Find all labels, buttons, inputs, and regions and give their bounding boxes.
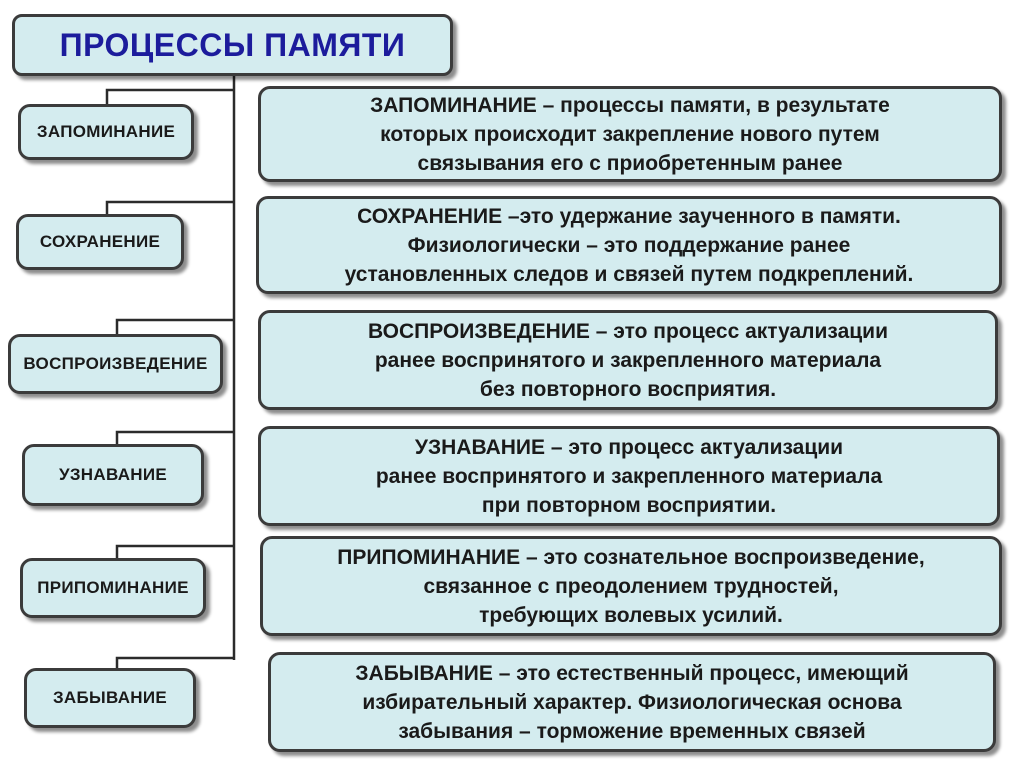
definition-line: забывания – торможение временных связей: [398, 719, 866, 743]
page-title: ПРОЦЕССЫ ПАМЯТИ: [59, 26, 406, 63]
process-box-zapominanie: ЗАПОМИНАНИЕ: [18, 104, 194, 160]
process-label: ЗАПОМИНАНИЕ: [36, 122, 176, 141]
process-label: ЗАБЫВАНИЕ: [52, 688, 168, 707]
definition-line: ПРИПОМИНАНИЕ – это сознательное воспроиз…: [337, 545, 925, 569]
process-label: ВОСПРОИЗВЕДЕНИЕ: [23, 354, 208, 373]
definition-line: без повторного восприятия.: [479, 377, 777, 401]
definition-line: при повторном восприятии.: [481, 493, 777, 517]
definition-box-zabyvanie: ЗАБЫВАНИЕ – это естественный процесс, им…: [268, 652, 996, 752]
definition-box-zapominanie: ЗАПОМИНАНИЕ – процессы памяти, в результ…: [258, 86, 1002, 182]
definition-line: требующих волевых усилий.: [479, 603, 783, 627]
definition-box-sokhranenie: СОХРАНЕНИЕ –это удержание заученного в п…: [256, 196, 1002, 294]
definition-box-vosproizvedenie: ВОСПРОИЗВЕДЕНИЕ – это процесс актуализац…: [258, 310, 998, 410]
process-box-pripominanie: ПРИПОМИНАНИЕ: [20, 558, 206, 618]
definition-line: ЗАПОМИНАНИЕ – процессы памяти, в результ…: [370, 93, 890, 117]
process-label: СОХРАНЕНИЕ: [39, 232, 161, 251]
definition-line: СОХРАНЕНИЕ –это удержание заученного в п…: [357, 204, 901, 228]
process-label: ПРИПОМИНАНИЕ: [37, 578, 189, 597]
definition-line: ранее воспринятого и закрепленного матер…: [374, 348, 882, 372]
definition-line: УЗНАВАНИЕ – это процесс актуализации: [414, 435, 844, 459]
definition-line: ВОСПРОИЗВЕДЕНИЕ – это процесс актуализац…: [367, 319, 889, 343]
definition-line: ранее воспринятого и закрепленного матер…: [375, 464, 883, 488]
definition-box-uznavanie: УЗНАВАНИЕ – это процесс актуализации ран…: [258, 426, 1000, 526]
title-box: ПРОЦЕССЫ ПАМЯТИ: [12, 14, 453, 76]
definition-line: Физиологически – это поддержание ранее: [407, 233, 851, 257]
process-label: УЗНАВАНИЕ: [58, 465, 168, 484]
process-box-uznavanie: УЗНАВАНИЕ: [22, 444, 204, 506]
definition-line: ЗАБЫВАНИЕ – это естественный процесс, им…: [355, 661, 909, 685]
process-box-zabyvanie: ЗАБЫВАНИЕ: [24, 668, 196, 728]
process-box-vosproizvedenie: ВОСПРОИЗВЕДЕНИЕ: [8, 334, 223, 394]
definition-line: избирательный характер. Физиологическая …: [362, 690, 902, 714]
definition-box-pripominanie: ПРИПОМИНАНИЕ – это сознательное воспроиз…: [260, 536, 1002, 636]
definition-line: связанное с преодолением трудностей,: [423, 574, 839, 598]
process-box-sokhranenie: СОХРАНЕНИЕ: [16, 214, 184, 270]
definition-line: которых происходит закрепление нового пу…: [380, 122, 880, 146]
definition-line: установленных следов и связей путем подк…: [344, 262, 914, 286]
definition-line: связывания его с приобретенным ранее: [417, 151, 843, 175]
